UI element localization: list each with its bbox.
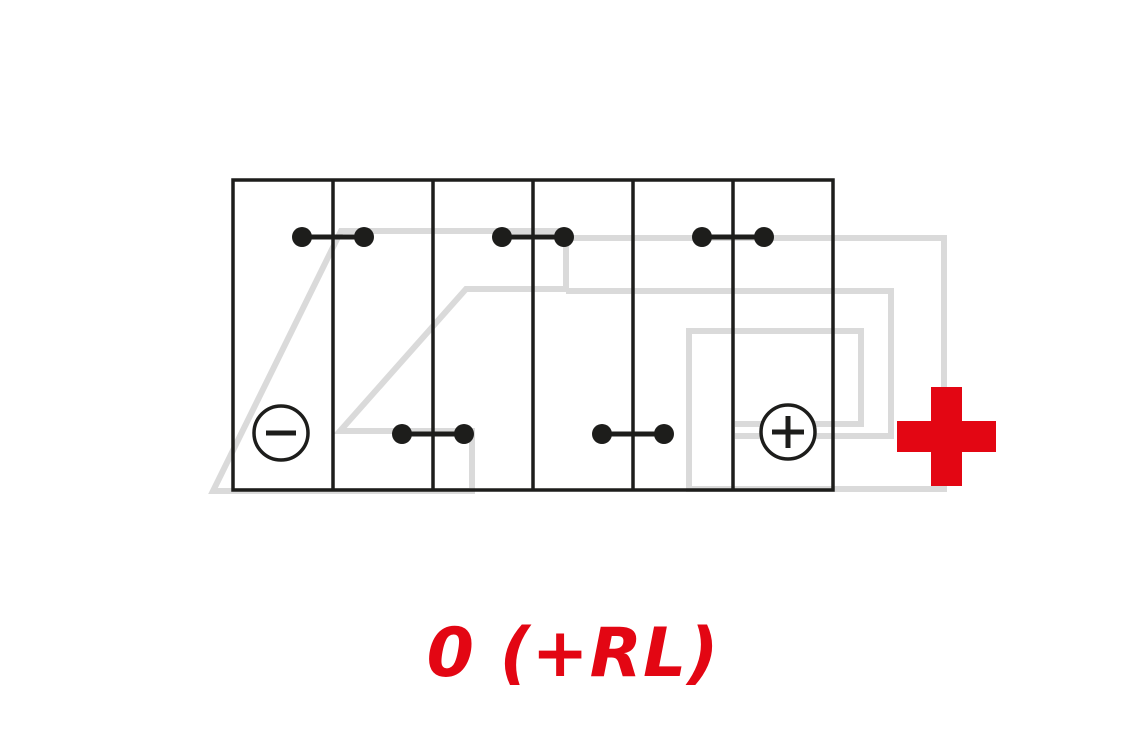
cell-connector-dot — [554, 227, 574, 247]
positive-terminal-icon — [759, 403, 817, 461]
plus-polarity-icon — [897, 387, 996, 486]
cell-connector-dot — [292, 227, 312, 247]
cell-connector-dot — [754, 227, 774, 247]
cell-connectors — [292, 227, 774, 444]
battery-top-view — [231, 178, 835, 492]
cell-connector-dot — [654, 424, 674, 444]
cell-connector-dot — [592, 424, 612, 444]
cell-dividers — [331, 180, 735, 490]
watermark-letter-a-inner — [566, 288, 894, 439]
watermark-letter-a-outer — [566, 235, 947, 492]
layout-code-label: 0 (+RL) — [426, 614, 720, 693]
cell-connector-dot — [354, 227, 374, 247]
cell-connector-dot — [392, 424, 412, 444]
negative-terminal-icon — [252, 404, 310, 462]
cell-connector-dot — [692, 227, 712, 247]
cell-connector-dot — [454, 424, 474, 444]
cell-connector-dot — [492, 227, 512, 247]
